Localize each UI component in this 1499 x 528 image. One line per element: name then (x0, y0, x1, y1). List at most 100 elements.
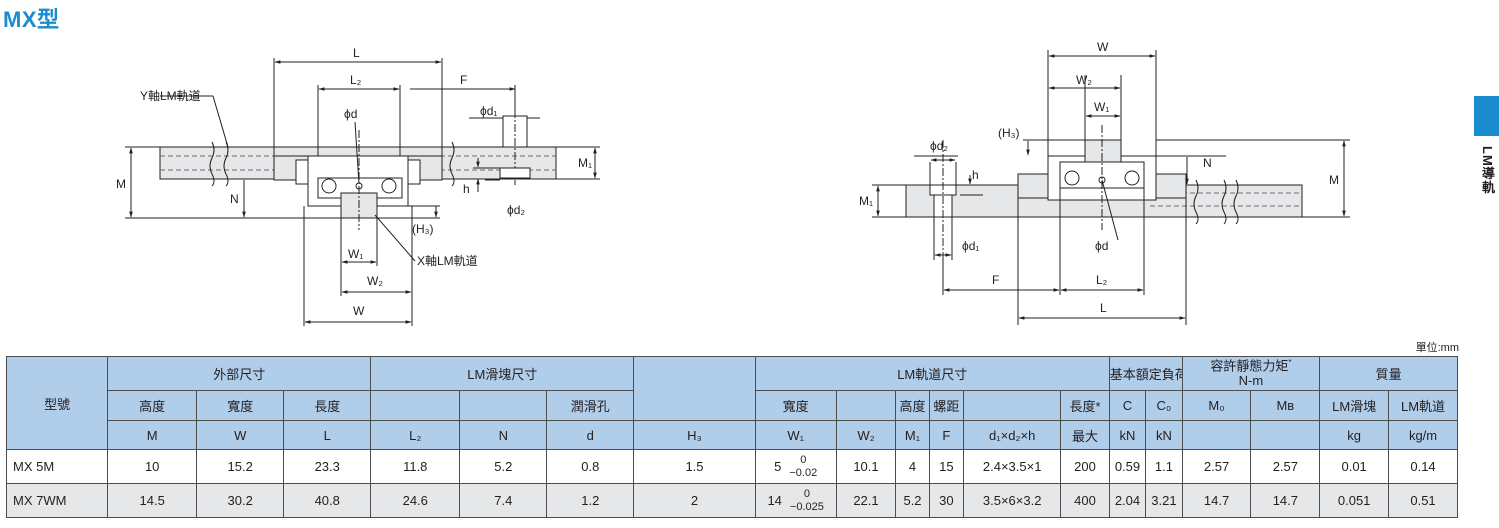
cell-W1: 14 0 −0.025 (754, 483, 837, 518)
cell-rail-mass: 0.51 (1388, 483, 1458, 518)
y-rail-label: Y軸LM軌道 (140, 88, 201, 103)
cell-W: 30.2 (196, 483, 285, 518)
dim-N-right: N (1203, 156, 1212, 170)
dim-W-right: W (1097, 40, 1109, 54)
sub-MB: Mʙ (1250, 390, 1321, 421)
dim-W: W (353, 304, 365, 318)
sub-rail-width: 寬度 (754, 390, 837, 421)
dim-H3-right: (H₃) (998, 126, 1020, 140)
dim-F: F (460, 73, 467, 87)
dim-M: M (116, 177, 126, 191)
left-view-labels: L L₂ F ϕd ϕd₁ M₁ h M N ϕd₂ (H₃) W₁ W₂ W … (116, 46, 592, 318)
sub-w2-blank (835, 390, 897, 421)
cell-L: 40.8 (283, 483, 372, 518)
col-h3-blank (633, 356, 756, 421)
dim-L-right: L (1100, 301, 1107, 315)
spec-table: 型號 外部尺寸 LM滑塊尺寸 LM軌道尺寸 基本額定負荷 容許靜態力矩* N-m… (5, 356, 1458, 518)
sub-M0: M₀ (1181, 390, 1252, 421)
sym-H3: H₃ (633, 420, 756, 450)
unit-kg: kg (1319, 420, 1390, 450)
sym-M1: M₁ (895, 420, 930, 450)
group-static-moment: 容許靜態力矩* N-m (1181, 356, 1321, 391)
right-view-labels: W W₂ W₁ (H₃) ϕd₂ N M h M₁ ϕd₁ ϕd F L₂ L (859, 40, 1339, 315)
cell-L2: 24.6 (370, 483, 461, 518)
group-block-dimensions: LM滑塊尺寸 (370, 356, 635, 391)
dim-F-right: F (992, 273, 999, 287)
cell-H3: 2 (633, 483, 756, 518)
cell-model: MX 5M (5, 449, 109, 484)
sub-n-blank (459, 390, 548, 421)
dim-W2: W₂ (367, 274, 383, 288)
cell-C: 0.59 (1108, 449, 1147, 484)
dim-H3: (H₃) (412, 222, 434, 236)
section-tab-marker (1474, 96, 1499, 136)
dim-phi-d-right: ϕd (1095, 239, 1108, 253)
sub-length: 長度 (283, 390, 372, 421)
cell-block-mass: 0.051 (1319, 483, 1390, 518)
cell-C: 2.04 (1108, 483, 1147, 518)
cell-W1-tol-upper: 0 (800, 453, 807, 466)
cell-W1-value: 5 (774, 459, 782, 474)
sub-pitch: 螺距 (928, 390, 965, 421)
cell-max-length: 200 (1060, 449, 1110, 484)
cell-W2: 22.1 (835, 483, 897, 518)
cell-d: 1.2 (546, 483, 635, 518)
dim-h: h (463, 182, 470, 196)
sym-M0-blank (1181, 420, 1252, 450)
sub-d1d2h-blank (963, 390, 1062, 421)
dim-phi-d1-right: ϕd₁ (962, 239, 979, 253)
cell-L: 23.3 (283, 449, 372, 484)
right-view-drawing (872, 50, 1350, 325)
dim-M1: M₁ (578, 156, 592, 170)
sub-l2-blank (370, 390, 461, 421)
dim-phi-d2: ϕd₂ (507, 203, 525, 217)
unit-note: 單位:mm (1415, 342, 1459, 354)
cell-C0: 3.21 (1145, 483, 1183, 518)
section-side-label: LM導軌 (1480, 146, 1495, 195)
cell-block-mass: 0.01 (1319, 449, 1390, 484)
cell-L2: 11.8 (370, 449, 461, 484)
dim-phi-d2-right: ϕd₂ (930, 139, 948, 153)
cell-max-length: 400 (1060, 483, 1110, 518)
group-rail-dimensions: LM軌道尺寸 (754, 356, 1110, 391)
cell-M0: 14.7 (1181, 483, 1252, 518)
cell-M: 10 (107, 449, 198, 484)
table-row: MX 5M 10 15.2 23.3 11.8 5.2 0.8 1.5 5 0 … (5, 449, 1458, 484)
left-view-drawing (125, 58, 600, 326)
sym-max: 最大 (1060, 420, 1110, 450)
group-outer-dimensions: 外部尺寸 (107, 356, 372, 391)
group-rated-load: 基本額定負荷 (1108, 356, 1183, 391)
cell-H3: 1.5 (633, 449, 756, 484)
sub-lube-hole: 潤滑孔 (546, 390, 635, 421)
cell-W1-tol-lower: −0.025 (789, 500, 824, 513)
sub-width: 寬度 (196, 390, 285, 421)
cell-M: 14.5 (107, 483, 198, 518)
sym-d: d (546, 420, 635, 450)
dim-W1-right: W₁ (1094, 100, 1109, 114)
cell-W1-tol-upper: 0 (803, 487, 810, 500)
dim-N: N (230, 192, 239, 206)
cell-d1d2h: 2.4×3.5×1 (963, 449, 1062, 484)
cell-W2: 10.1 (835, 449, 897, 484)
sub-C0: C₀ (1145, 390, 1183, 421)
cell-model: MX 7WM (5, 483, 109, 518)
cell-rail-mass: 0.14 (1388, 449, 1458, 484)
cell-N: 5.2 (459, 449, 548, 484)
cell-d: 0.8 (546, 449, 635, 484)
sub-rail-length: 長度* (1060, 390, 1110, 421)
x-rail-label: X軸LM軌道 (417, 253, 478, 268)
cell-F: 15 (928, 449, 965, 484)
cell-M0: 2.57 (1181, 449, 1252, 484)
sym-N: N (459, 420, 548, 450)
table-row: MX 7WM 14.5 30.2 40.8 24.6 7.4 1.2 2 14 … (5, 483, 1458, 518)
cell-W1-tol-lower: −0.02 (789, 466, 818, 479)
sym-d1d2h: d₁×d₂×h (963, 420, 1062, 450)
sym-L2: L₂ (370, 420, 461, 450)
sym-MB-blank (1250, 420, 1321, 450)
sym-W2: W₂ (835, 420, 897, 450)
cell-F: 30 (928, 483, 965, 518)
dim-L2: L₂ (350, 73, 362, 87)
sub-height: 高度 (107, 390, 198, 421)
dim-h-right: h (972, 168, 979, 182)
sub-block-mass: LM滑塊 (1319, 390, 1390, 421)
